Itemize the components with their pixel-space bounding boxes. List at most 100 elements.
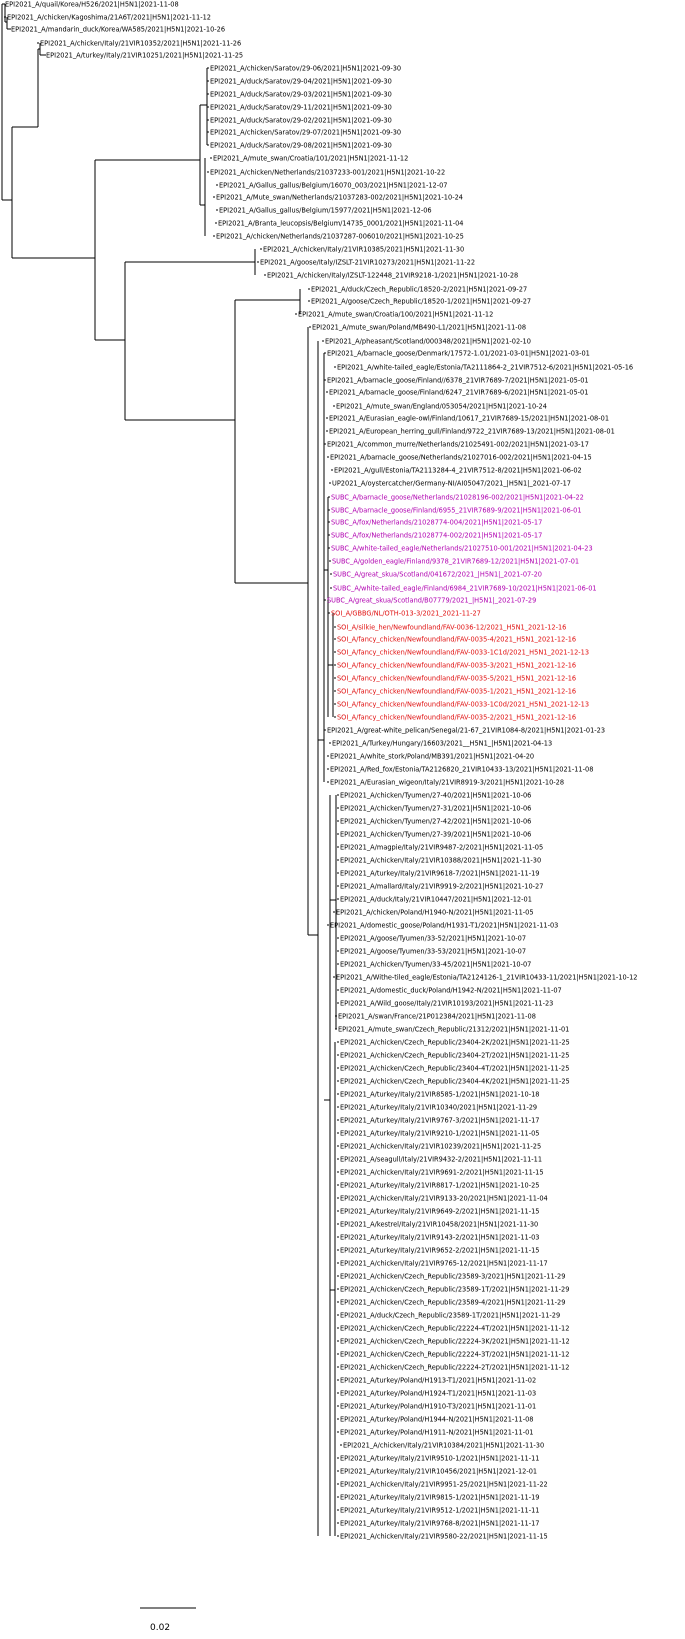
tip-label: EPI2021_A/Eurasian_wigeon/Italy/21VIR891… — [330, 778, 564, 786]
tip-label: EPI2021_A/chicken/Czech_Republic/22224-4… — [340, 1324, 569, 1332]
tip-label: SOI_A/silkie_hen/Newfoundland/FAV-0036-1… — [337, 623, 566, 631]
tip-label: EPI2021_A/chicken/Czech_Republic/23404-2… — [340, 1038, 570, 1046]
tip-label: EPI2021_A/chicken/Czech_Republic/22224-2… — [340, 1363, 569, 1371]
tip-label: EPI2021_A/chicken/Italy/21VIR9765-12/202… — [340, 1259, 548, 1267]
tip-label: SOI_A/fancy_chicken/Newfoundland/FAV-003… — [337, 635, 576, 643]
tip-label: EPI2021_A/turkey/Poland/H1913-T1/2021|H5… — [340, 1376, 536, 1384]
tip-label: EPI2021_A/chicken/Italy/21VIR10385/2021|… — [263, 245, 464, 253]
tip-label: EPI2021_A/chicken/Italy/21VIR10352/2021|… — [40, 39, 241, 47]
tip-label: EPI2021_A/Eurasian_eagle-owl/Finland/106… — [329, 414, 609, 422]
tip-label: EPI2021_A/chicken/Poland/H1940-N/2021|H5… — [336, 908, 534, 916]
tip-label: EPI2021_A/Mute_swan/Netherlands/21037283… — [216, 193, 463, 201]
tip-label: EPI2021_A/barnacle_goose/Denmark/17572-1… — [327, 349, 590, 357]
tip-label: EPI2021_A/turkey/Poland/H1944-N/2021|H5N… — [340, 1415, 533, 1423]
tip-label: EPI2021_A/chicken/Czech_Republic/23404-2… — [340, 1051, 569, 1059]
tip-label: EPI2021_A/gull/Estonia/TA2113284-4_21VIR… — [334, 466, 582, 474]
tip-label: EPI2021_A/turkey/Italy/21VIR9510-1/2021|… — [340, 1454, 540, 1462]
tip-label: EPI2021_A/duck/Saratov/29-02/2021|H5N1|2… — [210, 116, 392, 124]
tip-label: EPI2021_A/Gallus_gallus/Belgium/15977/20… — [219, 206, 432, 214]
tip-label: EPI2021_A/Turkey/Hungary/16603/2021__H5N… — [332, 739, 552, 747]
tip-label: EPI2021_A/chicken/Kagoshima/21A6T/2021|H… — [7, 13, 211, 21]
tip-label: SUBC_A/fox/Netherlands/21028774-002/2021… — [331, 531, 542, 539]
tip-label: EPI2021_A/great-white_pelican/Senegal/21… — [327, 726, 605, 734]
tip-label: UP2021_A/oystercatcher/Germany-NI/AI0504… — [332, 479, 571, 487]
tip-label: EPI2021_A/mandarin_duck/Korea/WA585/2021… — [11, 25, 225, 33]
tip-label: EPI2021_A/turkey/Italy/21VIR10251/2021|H… — [46, 51, 243, 59]
tip-label: SUBC_A/great_skua/Scotland/041672/2021_|… — [333, 570, 542, 578]
tip-label: EPI2021_A/turkey/Italy/21VIR9815-1/2021|… — [340, 1493, 540, 1501]
tip-label: EPI2021_A/chicken/Italy/21VIR9951-25/202… — [340, 1480, 548, 1488]
tip-label: EPI2021_A/barnacle_goose/Finland//6378_2… — [327, 376, 589, 384]
tip-label: EPI2021_A/kestrel/Italy/21VIR10458/2021|… — [340, 1220, 538, 1228]
tip-label: EPI2021_A/chicken/Italy/21VIR9691-2/2021… — [340, 1168, 544, 1176]
tip-label: EPI2021_A/duck/Saratov/29-04/2021|H5N1|2… — [210, 77, 392, 85]
tip-label: EPI2021_A/chicken/Netherlands/21037233-0… — [210, 168, 445, 176]
tip-label: EPI2021_A/Wild_goose/Italy/21VIR10193/20… — [340, 999, 553, 1007]
tip-label: EPI2021_A/mute_swan/Poland/MB490-L1/2021… — [312, 323, 526, 331]
tip-label: EPI2021_A/turkey/Italy/21VIR10456/2021|H… — [340, 1467, 537, 1475]
tip-label: SOI_A/fancy_chicken/Newfoundland/FAV-003… — [337, 687, 576, 695]
tip-label: SUBC_A/fox/Netherlands/21028774-004/2021… — [331, 518, 542, 526]
tip-label: SOI_A/fancy_chicken/Newfoundland/FAV-003… — [337, 713, 576, 721]
tip-label: EPI2021_A/quail/Korea/H526/2021|H5N1|202… — [5, 0, 179, 8]
tip-label: SUBC_A/barnacle_goose/Finland/6955_21VIR… — [331, 506, 582, 514]
tip-label: SOI_A/fancy_chicken/Newfoundland/FAV-003… — [337, 648, 589, 656]
tip-label: EPI2021_A/Branta_leucopsis/Belgium/14735… — [218, 219, 463, 227]
tip-label: EPI2021_A/mute_swan/Croatia/101/2021|H5N… — [213, 154, 408, 162]
tip-label: EPI2021_A/domestic_duck/Poland/H1942-N/2… — [340, 986, 562, 994]
tip-branches — [2, 3, 342, 1537]
tip-label: EPI2021_A/chicken/Czech_Republic/23589-4… — [340, 1298, 565, 1306]
tip-label: EPI2021_A/chicken/Italy/21VIR10384/2021|… — [343, 1441, 544, 1449]
tip-label: SUBC_A/great_skua/Scotland/B07779/2021_|… — [327, 596, 536, 604]
tip-label: EPI2021_A/chicken/Tyumen/27-31/2021|H5N1… — [340, 804, 531, 812]
tip-label: SUBC_A/barnacle_goose/Netherlands/210281… — [331, 493, 584, 501]
tip-label: EPI2021_A/turkey/Italy/21VIR9512-1/2021|… — [340, 1506, 540, 1514]
tip-label: SOI_A/fancy_chicken/Newfoundland/FAV-003… — [337, 661, 576, 669]
tip-label: EPI2021_A/duck/Italy/21VIR10447/2021|H5N… — [340, 895, 532, 903]
tip-label: EPI2021_A/chicken/Czech_Republic/23404-4… — [340, 1077, 570, 1085]
tip-label: EPI2021_A/white-tailed_eagle/Estonia/TA2… — [337, 363, 633, 371]
tip-label: EPI2021_A/turkey/Poland/H1924-T1/2021|H5… — [340, 1389, 536, 1397]
tip-label: EPI2021_A/goose/Tyumen/33-52/2021|H5N1|2… — [340, 934, 526, 942]
tip-label: EPI2021_A/turkey/Italy/21VIR10340/2021|H… — [340, 1103, 537, 1111]
tip-label: EPI2021_A/barnacle_goose/Netherlands/210… — [330, 453, 592, 461]
tip-label: EPI2021_A/goose/Czech_Republic/18520-1/2… — [311, 297, 531, 305]
tip-label: EPI2021_A/chicken/Tyumen/27-42/2021|H5N1… — [340, 817, 531, 825]
tip-label: EPI2021_A/chicken/Czech_Republic/23589-3… — [340, 1272, 565, 1280]
tip-label: EPI2021_A/goose/Italy/IZSLT-21VIR10273/2… — [260, 258, 475, 266]
tip-label: EPI2021_A/turkey/Italy/21VIR9210-1/2021|… — [340, 1129, 540, 1137]
tip-label: EPI2021_A/Red_fox/Estonia/TA2126820_21VI… — [330, 765, 593, 773]
tip-label: EPI2021_A/turkey/Italy/21VIR9768-8/2021|… — [340, 1519, 540, 1527]
scale-bar-label: 0.02 — [150, 1623, 171, 1633]
tip-label: EPI2021_A/turkey/Italy/21VIR9618-7/2021|… — [340, 869, 540, 877]
tip-label: EPI2021_A/chicken/Saratov/29-06/2021|H5N… — [210, 64, 401, 72]
tip-label: EPI2021_A/barnacle_goose/Finland/6247_21… — [329, 388, 588, 396]
tip-label: EPI2021_A/mute_swan/England/053054/2021|… — [336, 402, 547, 410]
tip-label: EPI2021_A/magpie/Italy/21VIR9487-2/2021|… — [340, 843, 543, 851]
tip-label: EPI2021_A/Gallus_gallus/Belgium/16070_00… — [219, 181, 448, 189]
tip-label: EPI2021_A/Withe-tiled_eagle/Estonia/TA21… — [336, 973, 637, 981]
tip-label: EPI2021_A/duck/Czech_Republic/18520-2/20… — [311, 285, 527, 293]
tip-label: SUBC_A/white-tailed_eagle/Finland/6984_2… — [333, 584, 597, 592]
tip-label: EPI2021_A/chicken/Czech_Republic/22224-3… — [340, 1337, 570, 1345]
tip-label: SOI_A/fancy_chicken/Newfoundland/FAV-003… — [337, 700, 589, 708]
tip-label: EPI2021_A/turkey/Italy/21VIR8585-1/2021|… — [340, 1090, 540, 1098]
tip-label: EPI2021_A/chicken/Czech_Republic/22224-3… — [340, 1350, 569, 1358]
tip-label: EPI2021_A/chicken/Czech_Republic/23589-1… — [340, 1285, 569, 1293]
tip-label: EPI2021_A/turkey/Italy/21VIR9767-3/2021|… — [340, 1116, 540, 1124]
tip-label: EPI2021_A/domestic_goose/Poland/H1931-T1… — [330, 921, 558, 929]
tip-labels: EPI2021_A/quail/Korea/H526/2021|H5N1|202… — [5, 0, 637, 1540]
tip-label: SUBC_A/golden_eagle/Finland/9378_21VIR76… — [332, 557, 579, 565]
tip-label: EPI2021_A/turkey/Italy/21VIR8817-1/2021|… — [340, 1181, 540, 1189]
tip-label: EPI2021_A/duck/Saratov/29-11/2021|H5N1|2… — [210, 103, 392, 111]
tip-label: EPI2021_A/chicken/Italy/IZSLT-122448_21V… — [267, 271, 518, 279]
tip-label: EPI2021_A/mallard/Italy/21VIR9919-2/2021… — [340, 882, 543, 890]
tip-label: EPI2021_A/duck/Saratov/29-08/2021|H5N1|2… — [210, 141, 392, 149]
tip-label: EPI2021_A/turkey/Poland/H1910-T3/2021|H5… — [340, 1402, 536, 1410]
tip-label: EPI2021_A/chicken/Tyumen/27-40/2021|H5N1… — [340, 791, 531, 799]
tip-label: EPI2021_A/chicken/Czech_Republic/23404-4… — [340, 1064, 569, 1072]
tip-label: EPI2021_A/chicken/Italy/21VIR10388/2021|… — [340, 856, 541, 864]
tip-label: EPI2021_A/mute_swan/Croatia/100/2021|H5N… — [298, 310, 493, 318]
tip-label: EPI2021_A/duck/Saratov/29-03/2021|H5N1|2… — [210, 90, 392, 98]
